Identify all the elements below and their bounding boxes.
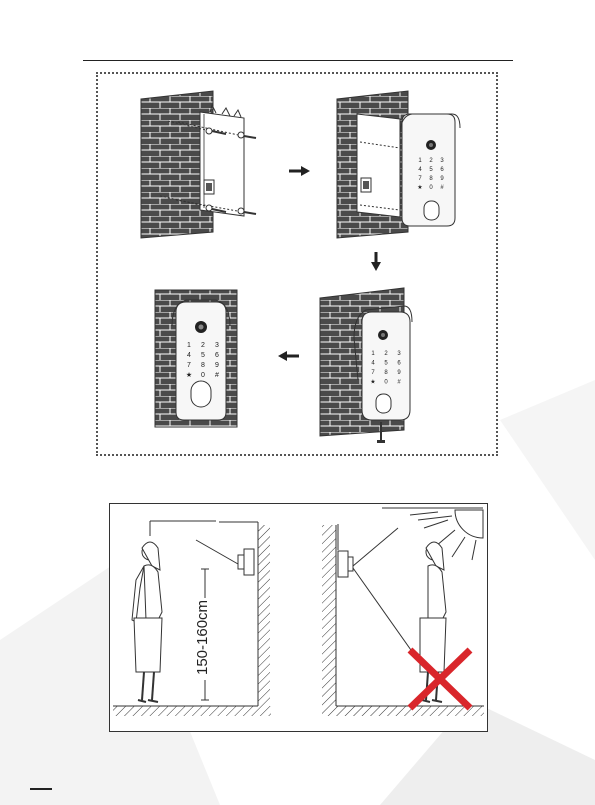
doorbell-side (244, 549, 254, 575)
wall (258, 525, 270, 706)
correct-installation-scene: 150-160cm (113, 521, 271, 716)
height-label: 150-160cm (194, 600, 211, 675)
wall (322, 525, 336, 706)
floor (113, 706, 271, 716)
person-figure (132, 542, 162, 702)
incorrect-installation-scene (322, 508, 484, 716)
doorbell-side (338, 551, 348, 577)
sun-icon (410, 510, 483, 560)
floor (322, 706, 484, 716)
footer-rule (30, 788, 52, 790)
